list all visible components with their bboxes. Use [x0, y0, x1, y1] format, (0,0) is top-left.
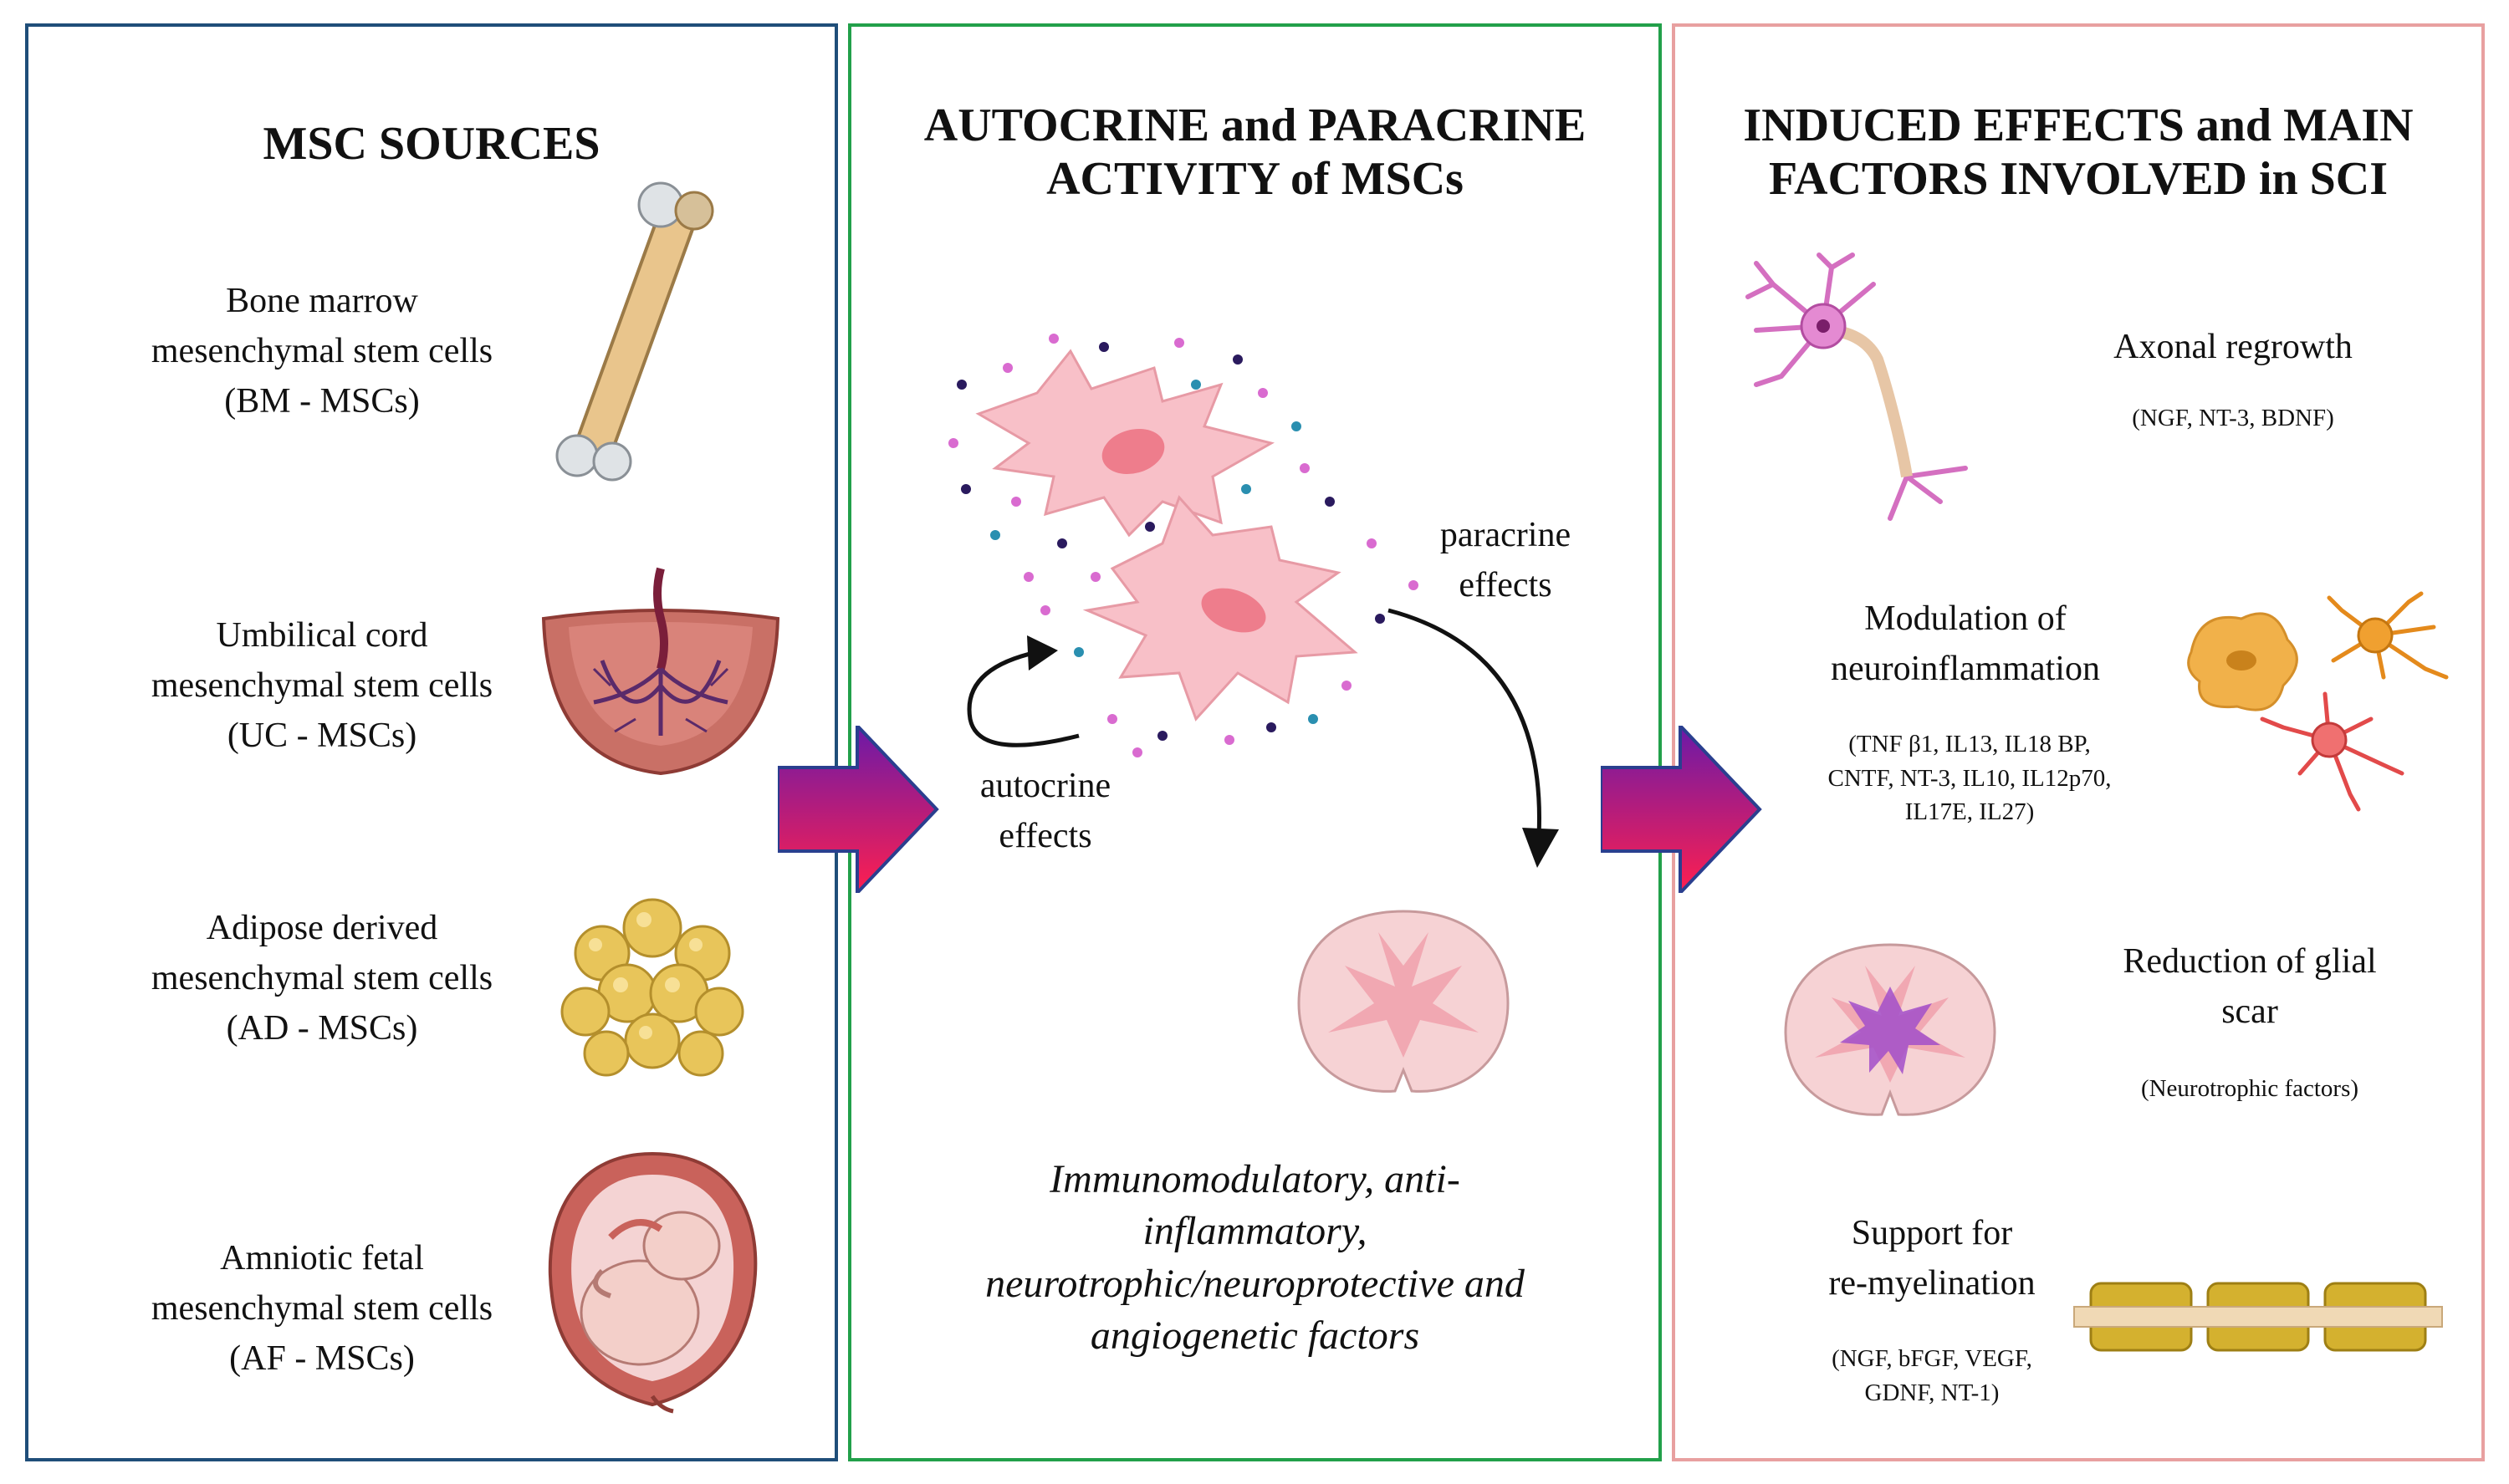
spinal-cord-scar-icon	[1784, 943, 1996, 1116]
paracrine-arrow-icon	[1387, 608, 1559, 868]
msc-cells-icon	[948, 334, 1418, 757]
msc-activity-panel	[848, 23, 1662, 1461]
source-label-bm: Bone marrow mesenchymal stem cells (BM -…	[151, 282, 493, 421]
bone-icon	[555, 181, 714, 482]
sources-title: MSC SOURCES	[263, 118, 600, 170]
msc-sources-panel	[25, 23, 838, 1461]
effect-factors-glial-scar: (Neurotrophic factors)	[2140, 1075, 2359, 1102]
spinal-cord-icon	[1297, 910, 1510, 1093]
effect-label-axonal: Axonal regrowth	[2113, 328, 2353, 366]
arrow-sources-to-activity	[778, 726, 939, 893]
glial-cells-icon	[2187, 591, 2449, 812]
induced-effects-panel	[1672, 23, 2485, 1461]
neuron-icon	[1745, 252, 1968, 521]
source-label-ad: Adipose derived mesenchymal stem cells (…	[151, 909, 493, 1048]
effect-label-remyelination: Support for re-myelination	[1828, 1214, 2036, 1303]
effects-title: INDUCED EFFECTS and MAIN FACTORS INVOLVE…	[1743, 99, 2414, 206]
source-label-uc: Umbilical cord mesenchymal stem cells (U…	[151, 616, 493, 756]
myelin-sheath-icon	[2073, 1282, 2443, 1352]
activity-factors-text: Immunomodulatory, anti- inflammatory, ne…	[985, 1157, 1525, 1359]
effect-label-glial-scar: Reduction of glial scar	[2123, 942, 2377, 1032]
placenta-icon	[541, 567, 780, 776]
autocrine-arrow-icon	[967, 635, 1080, 747]
arrow-activity-to-effects	[1601, 726, 1762, 893]
activity-title: AUTOCRINE and PARACRINE ACTIVITY of MSCs	[923, 99, 1587, 206]
adipose-cells-icon	[560, 898, 744, 1077]
effect-factors-axonal: (NGF, NT-3, BDNF)	[2132, 405, 2334, 431]
autocrine-label: autocrine effects	[979, 767, 1111, 856]
source-label-af: Amniotic fetal mesenchymal stem cells (A…	[151, 1239, 493, 1379]
effect-label-neuroinflammation: Modulation of neuroinflammation	[1831, 599, 2100, 689]
paracrine-label: paracrine effects	[1439, 516, 1571, 605]
fetus-in-uterus-icon	[548, 1151, 758, 1414]
effect-factors-neuroinflammation: (TNF β1, IL13, IL18 BP, CNTF, NT-3, IL10…	[1827, 731, 2112, 826]
effect-factors-remyelination: (NGF, bFGF, VEGF, GDNF, NT-1)	[1832, 1345, 2032, 1406]
